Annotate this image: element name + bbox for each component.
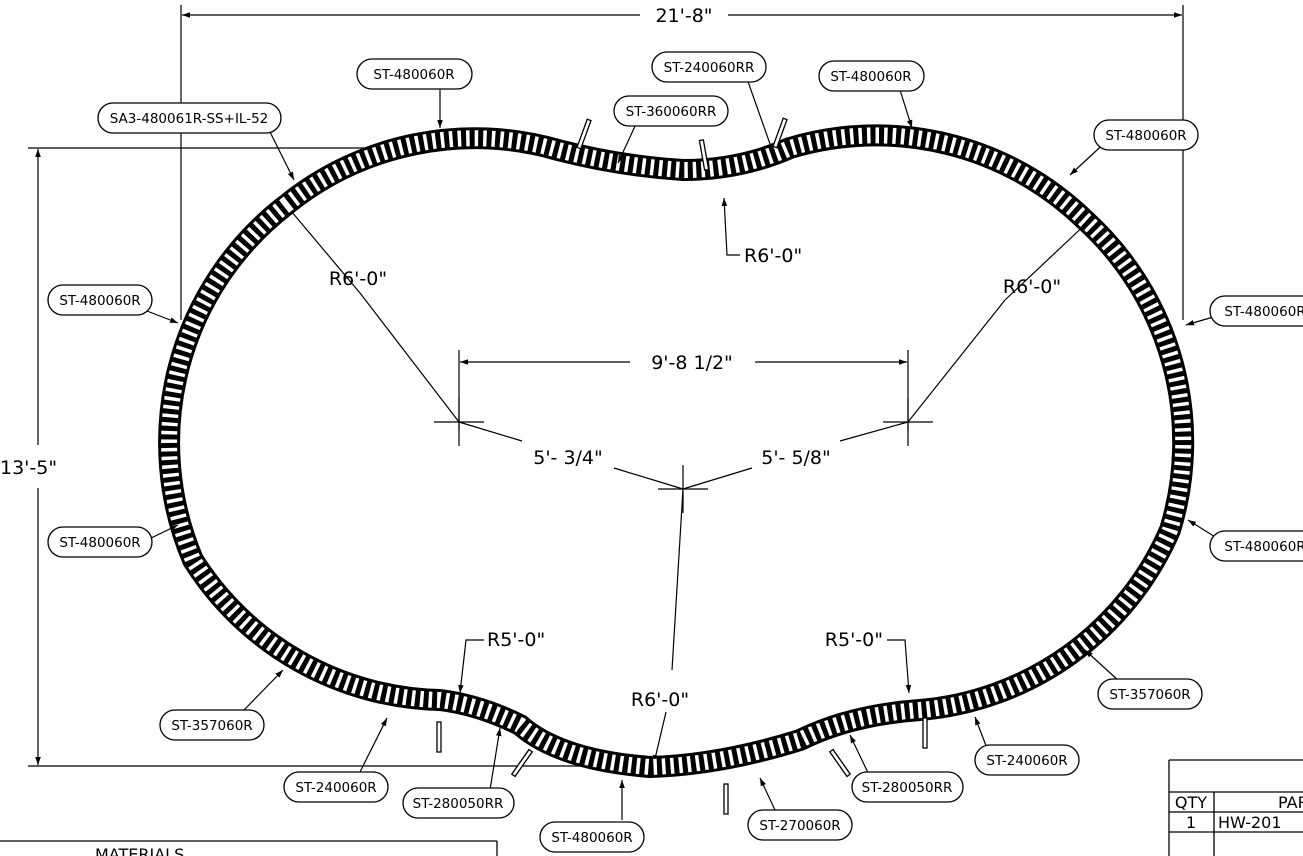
track-ring xyxy=(158,124,1195,779)
radius-bottom-left-label: R5'-0" xyxy=(487,629,545,651)
part-tag xyxy=(747,809,853,841)
part-tag-label: ST-480060R xyxy=(1224,539,1303,555)
part-tag-label: ST-360060RR xyxy=(626,104,717,120)
part-tag-labels: ST-480060R SA3-480061R-SS+IL-52 ST-36006… xyxy=(59,60,1303,846)
part-tag-label: ST-240060R xyxy=(295,780,376,796)
parts-table-qty-header: QTY xyxy=(1175,793,1207,812)
materials-table: MATERIALS xyxy=(0,840,498,856)
part-tag-label: SA3-480061R-SS+IL-52 xyxy=(110,111,269,127)
part-tag xyxy=(402,787,515,819)
part-tag xyxy=(974,744,1080,776)
offset-right-label: 5'- 5/8" xyxy=(761,447,831,469)
part-tag xyxy=(1209,295,1303,327)
part-tag-label: ST-480060R xyxy=(551,830,632,846)
part-tag-label: ST-240060R xyxy=(986,753,1067,769)
parts-table-part-value: HW-201 xyxy=(1218,813,1282,832)
radius-right-label: R6'-0" xyxy=(1003,276,1061,298)
parts-table: QTY PAR 1 HW-201 xyxy=(1168,759,1303,856)
part-tag-label: ST-357060R xyxy=(171,718,252,734)
part-tag xyxy=(159,709,265,741)
part-tag xyxy=(1209,530,1303,562)
part-tag xyxy=(47,284,153,316)
dimension-lines xyxy=(28,5,1184,767)
overall-width-label: 21'-8" xyxy=(655,5,712,27)
section-joints xyxy=(436,117,928,815)
radius-bottom-center-label: R6'-0" xyxy=(631,689,689,711)
part-tag-label: ST-240060RR xyxy=(664,60,755,76)
radius-top-center-label: R6'-0" xyxy=(744,245,802,267)
radius-bottom-right-label: R5'-0" xyxy=(825,629,883,651)
center-spacing-label: 9'-8 1/2" xyxy=(651,352,733,374)
part-tag-label: ST-280050RR xyxy=(413,796,504,812)
part-tag xyxy=(651,51,767,83)
offset-left-label: 5'- 3/4" xyxy=(533,447,603,469)
part-tag xyxy=(851,771,964,803)
part-tag-label: ST-357060R xyxy=(1109,687,1190,703)
part-tag-label: ST-480060R xyxy=(373,67,454,83)
part-tag-label: ST-480060R xyxy=(830,69,911,85)
part-tag-label: ST-480060R xyxy=(1105,128,1186,144)
part-tag xyxy=(613,95,729,127)
part-tag xyxy=(1093,119,1199,151)
part-tag-label: ST-480060R xyxy=(59,535,140,551)
part-tag-label: ST-480060R xyxy=(59,293,140,309)
part-tag xyxy=(283,771,389,803)
part-tag xyxy=(97,102,282,134)
dimension-labels: 21'-8" 13'-5" 9'-8 1/2" R6'-0" R6'-0" R6… xyxy=(0,3,1061,711)
overall-height-label: 13'-5" xyxy=(0,457,57,479)
part-tag-label: ST-480060R xyxy=(1224,304,1303,320)
parts-table-part-header: PAR xyxy=(1278,793,1303,812)
part-tag xyxy=(1097,678,1203,710)
part-tag xyxy=(539,821,645,853)
radius-left-label: R6'-0" xyxy=(329,268,387,290)
part-tag-label: ST-280050RR xyxy=(862,780,953,796)
part-tag xyxy=(818,60,925,92)
materials-title: MATERIALS xyxy=(95,845,184,856)
part-tags xyxy=(47,51,1303,853)
part-tag xyxy=(356,58,473,90)
parts-table-qty-value: 1 xyxy=(1186,813,1196,832)
part-tag-label: ST-270060R xyxy=(759,818,840,834)
part-tag xyxy=(47,526,153,558)
